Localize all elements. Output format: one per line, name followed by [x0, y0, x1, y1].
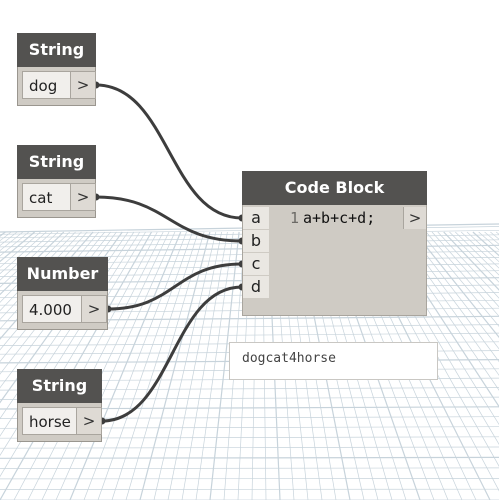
input-port-d[interactable]: d	[243, 276, 269, 298]
wire-3	[107, 262, 243, 311]
output-port-button[interactable]: >	[81, 295, 107, 323]
node-title: String	[17, 145, 96, 179]
string-node-cat[interactable]: String cat >	[17, 145, 96, 218]
wires	[92, 81, 246, 425]
line-number: 1	[289, 209, 299, 227]
code-block-node[interactable]: Code Block a b c d 1 a+b+c+d; >	[242, 171, 427, 316]
node-body: dog >	[17, 67, 96, 106]
node-title: Number	[17, 257, 108, 291]
string-input[interactable]: dog	[22, 71, 72, 99]
output-port-button[interactable]: >	[76, 407, 102, 435]
node-title: String	[17, 33, 96, 67]
string-input[interactable]: cat	[22, 183, 72, 211]
node-body: 4.000 >	[17, 291, 108, 330]
string-node-horse[interactable]: String horse >	[17, 369, 102, 442]
input-port-b[interactable]: b	[243, 230, 269, 252]
node-title: Code Block	[242, 171, 427, 205]
wire-1	[95, 83, 243, 220]
code-text[interactable]: a+b+c+d;	[303, 209, 376, 227]
output-port-button[interactable]: >	[70, 183, 96, 211]
input-port-a[interactable]: a	[243, 207, 269, 229]
string-node-dog[interactable]: String dog >	[17, 33, 96, 106]
wire-4	[101, 285, 243, 423]
node-body: horse >	[17, 403, 102, 442]
number-input[interactable]: 4.000	[22, 295, 82, 323]
input-port-c[interactable]: c	[243, 253, 269, 275]
node-title: String	[17, 369, 102, 403]
node-body: a b c d 1 a+b+c+d; >	[242, 205, 427, 316]
output-port-button[interactable]: >	[70, 71, 96, 99]
number-node[interactable]: Number 4.000 >	[17, 257, 108, 330]
code-editor[interactable]: 1 a+b+c+d;	[271, 205, 426, 231]
node-body: cat >	[17, 179, 96, 218]
string-input[interactable]: horse	[22, 407, 78, 435]
preview-bubble: dogcat4horse	[229, 342, 438, 380]
output-port-button[interactable]: >	[403, 207, 426, 229]
wire-2	[95, 195, 243, 243]
